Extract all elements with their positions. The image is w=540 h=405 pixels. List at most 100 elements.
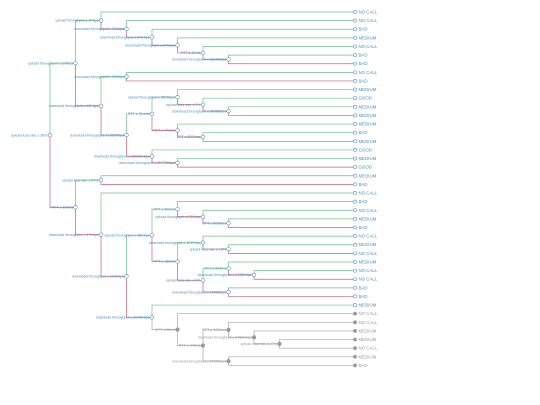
- leaf-label: MEDIUM: [359, 113, 377, 118]
- leaf-label: MEDIUM: [359, 354, 377, 359]
- leaf-node[interactable]: [353, 139, 357, 144]
- branch-edge-false: [202, 136, 355, 142]
- leaf-node[interactable]: [353, 165, 357, 170]
- split-node[interactable]: [73, 61, 78, 66]
- leaf-node[interactable]: [353, 10, 357, 14]
- split-node[interactable]: [226, 109, 231, 114]
- leaf-node[interactable]: [353, 303, 357, 307]
- leaf-node[interactable]: [353, 208, 357, 213]
- split-node[interactable]: [73, 205, 78, 210]
- leaf-node[interactable]: [353, 182, 357, 187]
- leaf-node[interactable]: [353, 87, 357, 92]
- leaf-node[interactable]: [353, 122, 357, 126]
- split-node[interactable]: [200, 278, 206, 283]
- leaf-node[interactable]: [353, 251, 357, 256]
- leaf-node[interactable]: [353, 346, 357, 351]
- leaf-node[interactable]: [353, 285, 357, 290]
- leaf-node[interactable]: [353, 311, 357, 316]
- split-node[interactable]: [200, 214, 206, 219]
- leaf-node[interactable]: [353, 191, 357, 195]
- split-node[interactable]: [226, 246, 231, 252]
- split-node[interactable]: [200, 240, 206, 245]
- leaf-node[interactable]: [353, 260, 357, 264]
- leaf-node[interactable]: [353, 337, 357, 342]
- leaf-node[interactable]: [353, 148, 357, 152]
- leaf-label: NO CALL: [359, 268, 378, 273]
- split-node[interactable]: [124, 133, 129, 138]
- branch-edge-false: [279, 343, 355, 349]
- leaf-node[interactable]: [353, 199, 357, 204]
- split-node[interactable]: [200, 343, 206, 348]
- split-node[interactable]: [226, 327, 231, 332]
- split-node[interactable]: [98, 103, 104, 108]
- split-node[interactable]: [98, 18, 104, 23]
- leaf-node[interactable]: [353, 35, 357, 40]
- branch-edge-true: [177, 37, 355, 46]
- leaf-node[interactable]: [353, 18, 357, 23]
- split-node[interactable]: [124, 74, 129, 79]
- split-node[interactable]: [200, 50, 206, 56]
- leaf-node[interactable]: [353, 363, 357, 368]
- leaf-node[interactable]: [353, 242, 357, 247]
- split-node[interactable]: [149, 35, 155, 40]
- split-node[interactable]: [124, 26, 129, 32]
- split-node[interactable]: [98, 177, 104, 183]
- leaf-node[interactable]: [353, 294, 357, 299]
- leaf-node[interactable]: [353, 173, 357, 178]
- split-node[interactable]: [200, 134, 206, 140]
- branch-edge-false: [126, 276, 152, 318]
- leaf-node[interactable]: [353, 268, 357, 273]
- branch-edge-false: [100, 105, 127, 136]
- split-node[interactable]: [175, 95, 180, 100]
- split-node[interactable]: [124, 274, 129, 279]
- leaf-node[interactable]: [353, 216, 357, 221]
- leaf-node[interactable]: [353, 104, 357, 109]
- split-node[interactable]: [251, 335, 257, 340]
- leaf-node[interactable]: [353, 79, 357, 83]
- branch-edge-true: [253, 330, 355, 338]
- split-node[interactable]: [226, 57, 231, 62]
- leaf-node[interactable]: [353, 156, 357, 161]
- branch-edge-false: [202, 216, 229, 224]
- leaf-node[interactable]: [353, 53, 357, 58]
- split-node[interactable]: [175, 327, 180, 332]
- split-node[interactable]: [98, 232, 104, 237]
- split-node[interactable]: [226, 290, 231, 295]
- branch-edge-true: [202, 329, 229, 346]
- split-node[interactable]: [175, 128, 180, 133]
- leaf-node[interactable]: [353, 113, 357, 118]
- split-node[interactable]: [149, 315, 155, 320]
- split-node[interactable]: [175, 207, 180, 212]
- leaf-node[interactable]: [353, 27, 357, 32]
- split-node[interactable]: [149, 111, 155, 116]
- split-node[interactable]: [226, 221, 231, 226]
- leaf-node[interactable]: [353, 61, 357, 66]
- split-condition-label: download throughput ≤ 7838Kbps: [172, 290, 226, 294]
- leaf-node[interactable]: [353, 96, 357, 101]
- split-node[interactable]: [175, 160, 180, 165]
- leaf-node[interactable]: [353, 225, 357, 230]
- leaf-node[interactable]: [353, 329, 357, 333]
- split-condition-label: download throughput ≤ 9898Kbps: [172, 109, 226, 113]
- split-node[interactable]: [251, 272, 257, 278]
- leaf-node[interactable]: [353, 234, 357, 239]
- split-node[interactable]: [149, 154, 155, 159]
- leaf-node[interactable]: [353, 70, 357, 75]
- split-condition-label: download throughput ≤ 87Kbps: [125, 44, 175, 48]
- split-condition-label: RTT ≤ 5038ms: [202, 221, 226, 225]
- leaf-label: BAD: [359, 182, 368, 187]
- leaf-node[interactable]: [353, 44, 357, 49]
- leaf-node[interactable]: [353, 130, 357, 135]
- split-node[interactable]: [175, 259, 180, 264]
- split-node[interactable]: [226, 359, 231, 364]
- leaf-node[interactable]: [353, 354, 357, 359]
- split-node[interactable]: [175, 43, 180, 48]
- split-node[interactable]: [149, 233, 155, 238]
- leaf-node[interactable]: [353, 277, 357, 282]
- split-condition-label: upload loss rate ≤ 38%: [11, 133, 48, 137]
- split-node[interactable]: [277, 341, 282, 346]
- split-node[interactable]: [47, 133, 53, 138]
- leaf-node[interactable]: [353, 320, 357, 325]
- split-node[interactable]: [226, 266, 231, 271]
- split-node[interactable]: [200, 102, 206, 107]
